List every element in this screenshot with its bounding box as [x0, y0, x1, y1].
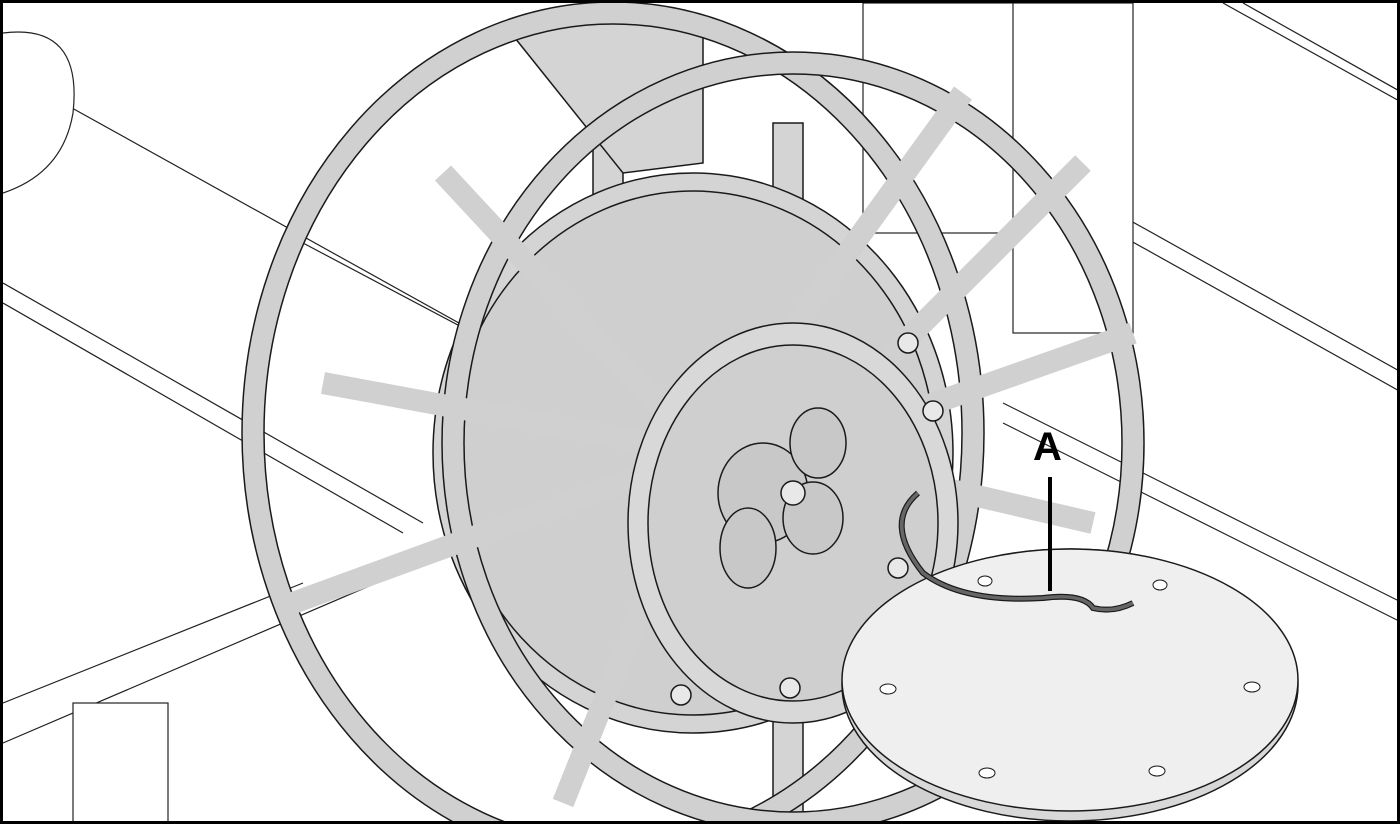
cover-plate	[841, 548, 1299, 821]
reel-outer-rings	[241, 3, 1145, 821]
callout-label-a: A	[1033, 425, 1062, 469]
reel-assembly-drawing	[3, 3, 1397, 821]
